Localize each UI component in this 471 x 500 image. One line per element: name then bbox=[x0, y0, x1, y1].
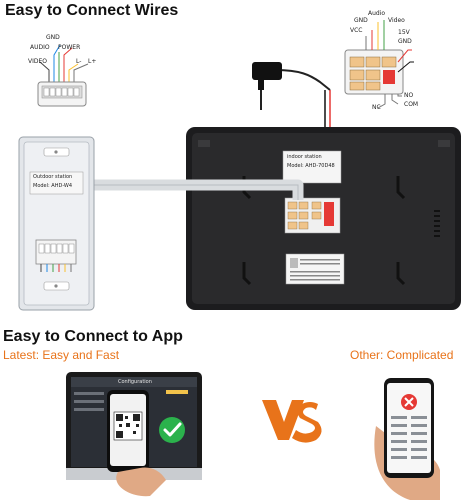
right-label-com: COM bbox=[404, 101, 419, 108]
right-phone bbox=[374, 378, 440, 500]
outdoor-unit bbox=[18, 136, 95, 311]
indoor-model-label: Model: AHD-70D48 bbox=[287, 163, 335, 169]
latest-label: Latest: Easy and Fast bbox=[3, 348, 120, 362]
right-label-video: Video bbox=[388, 17, 405, 24]
app-screen-title: Configuration bbox=[118, 379, 152, 385]
bottom-title: Easy to Connect to App bbox=[3, 328, 183, 345]
right-label-audio: Audio bbox=[368, 10, 386, 17]
wiring-diagram bbox=[18, 20, 461, 311]
right-label-15v: 15V bbox=[398, 29, 410, 36]
right-label-no: NO bbox=[404, 92, 414, 99]
left-connector-wires bbox=[39, 44, 89, 100]
check-icon bbox=[159, 417, 185, 443]
left-label-l-plus: L+ bbox=[88, 58, 97, 65]
power-adapter bbox=[252, 62, 331, 110]
outdoor-model-label: Model: AHD-W4 bbox=[33, 183, 73, 189]
right-label-gnd-2: GND bbox=[398, 38, 412, 45]
left-label-audio: AUDIO bbox=[30, 44, 50, 51]
indoor-monitor bbox=[186, 127, 461, 310]
right-connector bbox=[344, 20, 414, 109]
right-label-vcc: VCC bbox=[350, 27, 363, 34]
app-comparison bbox=[66, 372, 440, 500]
left-label-gnd: GND bbox=[46, 34, 60, 41]
other-label: Other: Complicated bbox=[350, 348, 454, 362]
vs-graphic bbox=[262, 400, 322, 443]
left-label-power: POWER bbox=[58, 44, 81, 51]
top-title: Easy to Connect Wires bbox=[5, 2, 179, 19]
left-label-l-minus: L- bbox=[76, 58, 82, 65]
outdoor-station-label: Outdoor station bbox=[33, 174, 73, 180]
left-label-video: VIDEO bbox=[28, 58, 48, 65]
right-label-gnd: GND bbox=[354, 17, 368, 24]
left-phone bbox=[107, 390, 166, 497]
indoor-station-label: indoor station bbox=[287, 154, 322, 160]
right-label-nc: NC bbox=[372, 104, 381, 111]
